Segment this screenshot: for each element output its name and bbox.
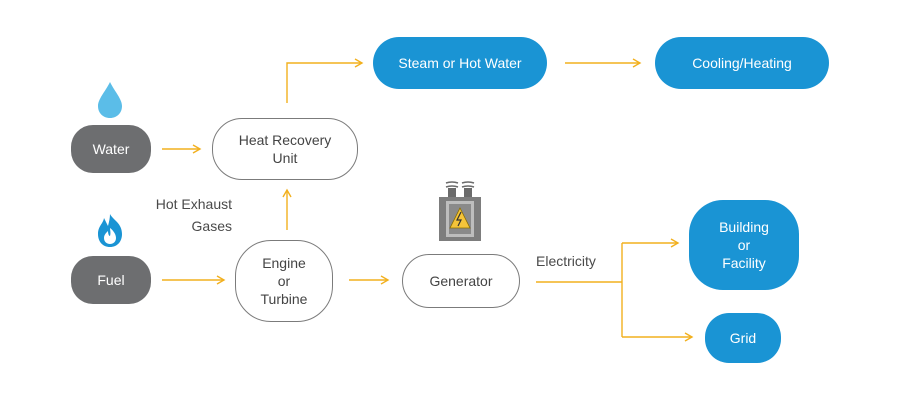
water-drop-icon <box>98 82 122 118</box>
heat-recovery-unit-node: Heat Recovery Unit <box>212 118 358 180</box>
steam-or-hot-water-node: Steam or Hot Water <box>373 37 547 89</box>
arrow-recovery-to-steam <box>286 58 364 103</box>
building-or-facility-node: Building or Facility <box>689 200 799 290</box>
water-node: Water <box>71 125 151 173</box>
flame-icon <box>98 214 122 247</box>
transformer-icon <box>439 181 481 241</box>
fuel-node: Fuel <box>71 256 151 304</box>
cooling-heating-node: Cooling/Heating <box>655 37 829 89</box>
grid-node: Grid <box>705 313 781 363</box>
hot-exhaust-gases-label: Hot Exhaust Gases <box>155 196 232 234</box>
generator-node: Generator <box>402 254 520 308</box>
electricity-label: Electricity <box>536 253 596 269</box>
engine-or-turbine-node: Engine or Turbine <box>235 240 333 322</box>
